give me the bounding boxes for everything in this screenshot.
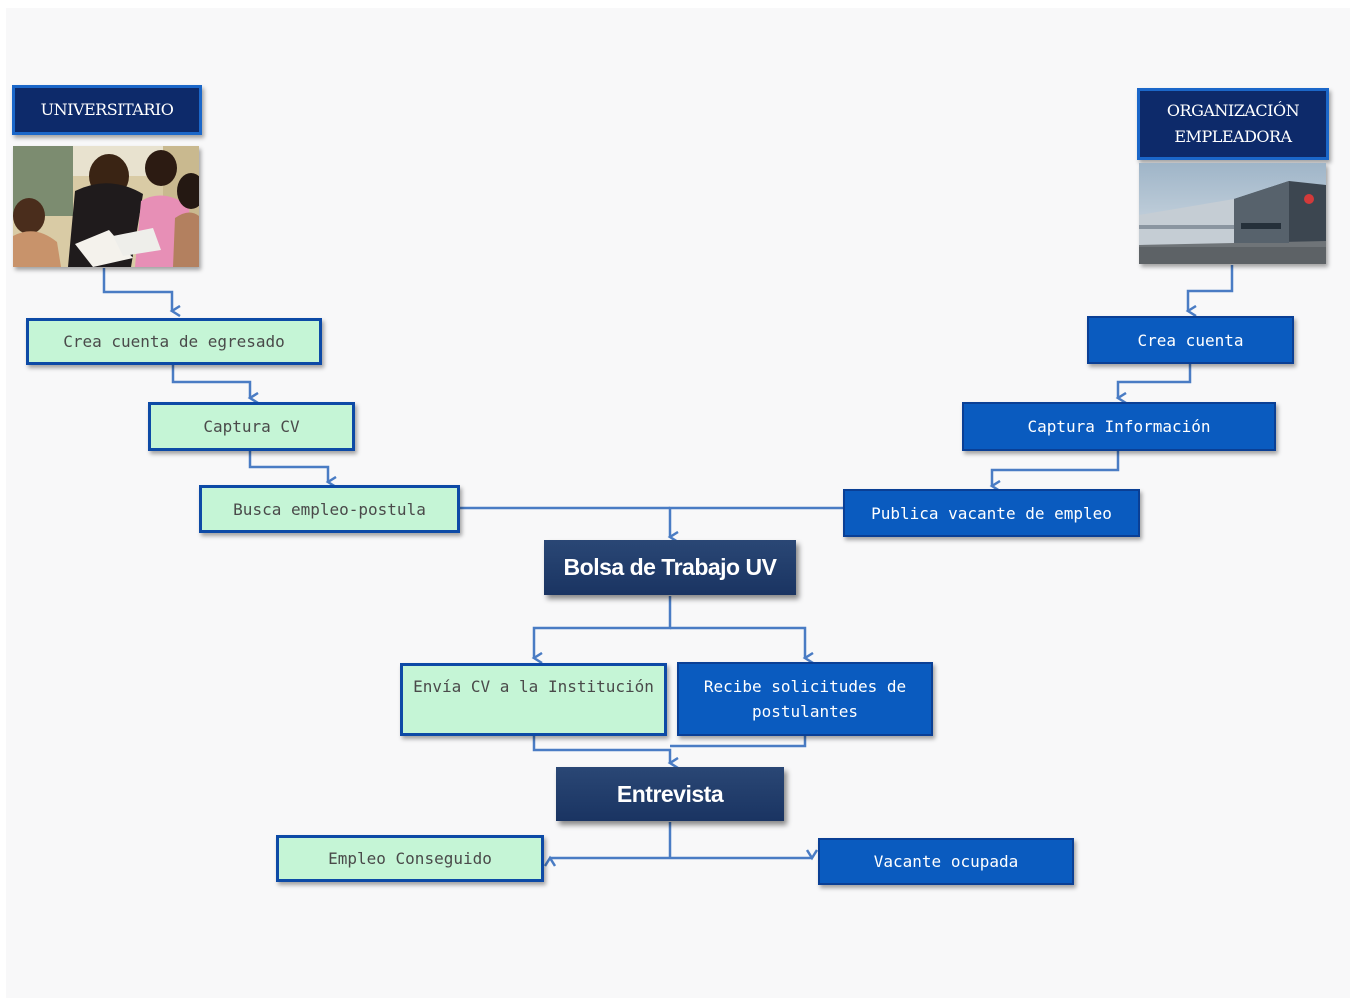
company-building-illustration <box>1139 163 1326 264</box>
interview-label: Entrevista <box>616 780 724 807</box>
connector-cv-to-search <box>248 451 328 482</box>
step-search-job-apply-label: Busca empleo-postula <box>233 499 426 519</box>
step-search-job-apply: Busca empleo-postula <box>199 485 460 533</box>
connector-send-to-interview <box>532 736 670 763</box>
connector-account-to-info <box>1118 364 1192 398</box>
step-receive-applications-line1: Recibe solicitudes de <box>703 677 907 696</box>
outcome-job-obtained: Empleo Conseguido <box>276 835 544 882</box>
company-building-photo <box>1139 163 1326 264</box>
step-send-cv-institution: Envía CV a la Institución <box>400 663 667 736</box>
connector-publish-to-hub <box>670 506 843 537</box>
outcome-vacancy-filled: Vacante ocupada <box>818 838 1074 885</box>
connector-account-to-cv <box>171 364 250 398</box>
job-board-hub-label: Bolsa de Trabajo UV <box>563 554 777 580</box>
step-receive-applications-line2: postulantes <box>752 702 858 721</box>
student-header-label: UNIVERSITARIO <box>40 100 174 119</box>
step-create-account-label: Crea cuenta <box>1137 330 1244 350</box>
employer-header-line2: EMPLEADORA <box>1174 127 1292 146</box>
connector-employer-photo-to-account <box>1188 265 1234 311</box>
employer-header-line1: ORGANIZACIÓN <box>1166 101 1300 120</box>
interview: Entrevista <box>556 767 784 821</box>
step-capture-cv: Captura CV <box>148 402 355 451</box>
job-board-hub: Bolsa de Trabajo UV <box>544 540 796 595</box>
outcome-job-obtained-label: Empleo Conseguido <box>328 849 492 868</box>
step-capture-information-label: Captura Información <box>1027 417 1211 436</box>
step-receive-applications: Recibe solicitudes de postulantes <box>677 662 933 736</box>
step-create-account: Crea cuenta <box>1087 316 1294 364</box>
outcome-vacancy-filled-label: Vacante ocupada <box>873 852 1019 871</box>
step-create-graduate-account: Crea cuenta de egresado <box>26 318 322 365</box>
step-publish-vacancy-label: Publica vacante de empleo <box>871 503 1112 523</box>
step-capture-cv-label: Captura CV <box>203 417 300 436</box>
connector-hub-split <box>534 596 672 658</box>
student-header: UNIVERSITARIO <box>12 85 202 135</box>
connector-receive-to-interview <box>670 736 807 748</box>
employer-header: ORGANIZACIÓN EMPLEADORA <box>1137 88 1329 160</box>
connector-hub-to-receive <box>670 626 805 658</box>
step-send-cv-institution-label: Envía CV a la Institución <box>413 677 654 696</box>
step-create-graduate-account-label: Crea cuenta de egresado <box>63 332 285 351</box>
connector-student-photo-to-account <box>102 268 172 311</box>
students-studying-illustration <box>13 146 199 267</box>
connector-info-to-publish <box>992 451 1120 486</box>
step-capture-information: Captura Información <box>962 402 1276 451</box>
students-photo <box>13 146 199 267</box>
step-publish-vacancy: Publica vacante de empleo <box>843 489 1140 537</box>
